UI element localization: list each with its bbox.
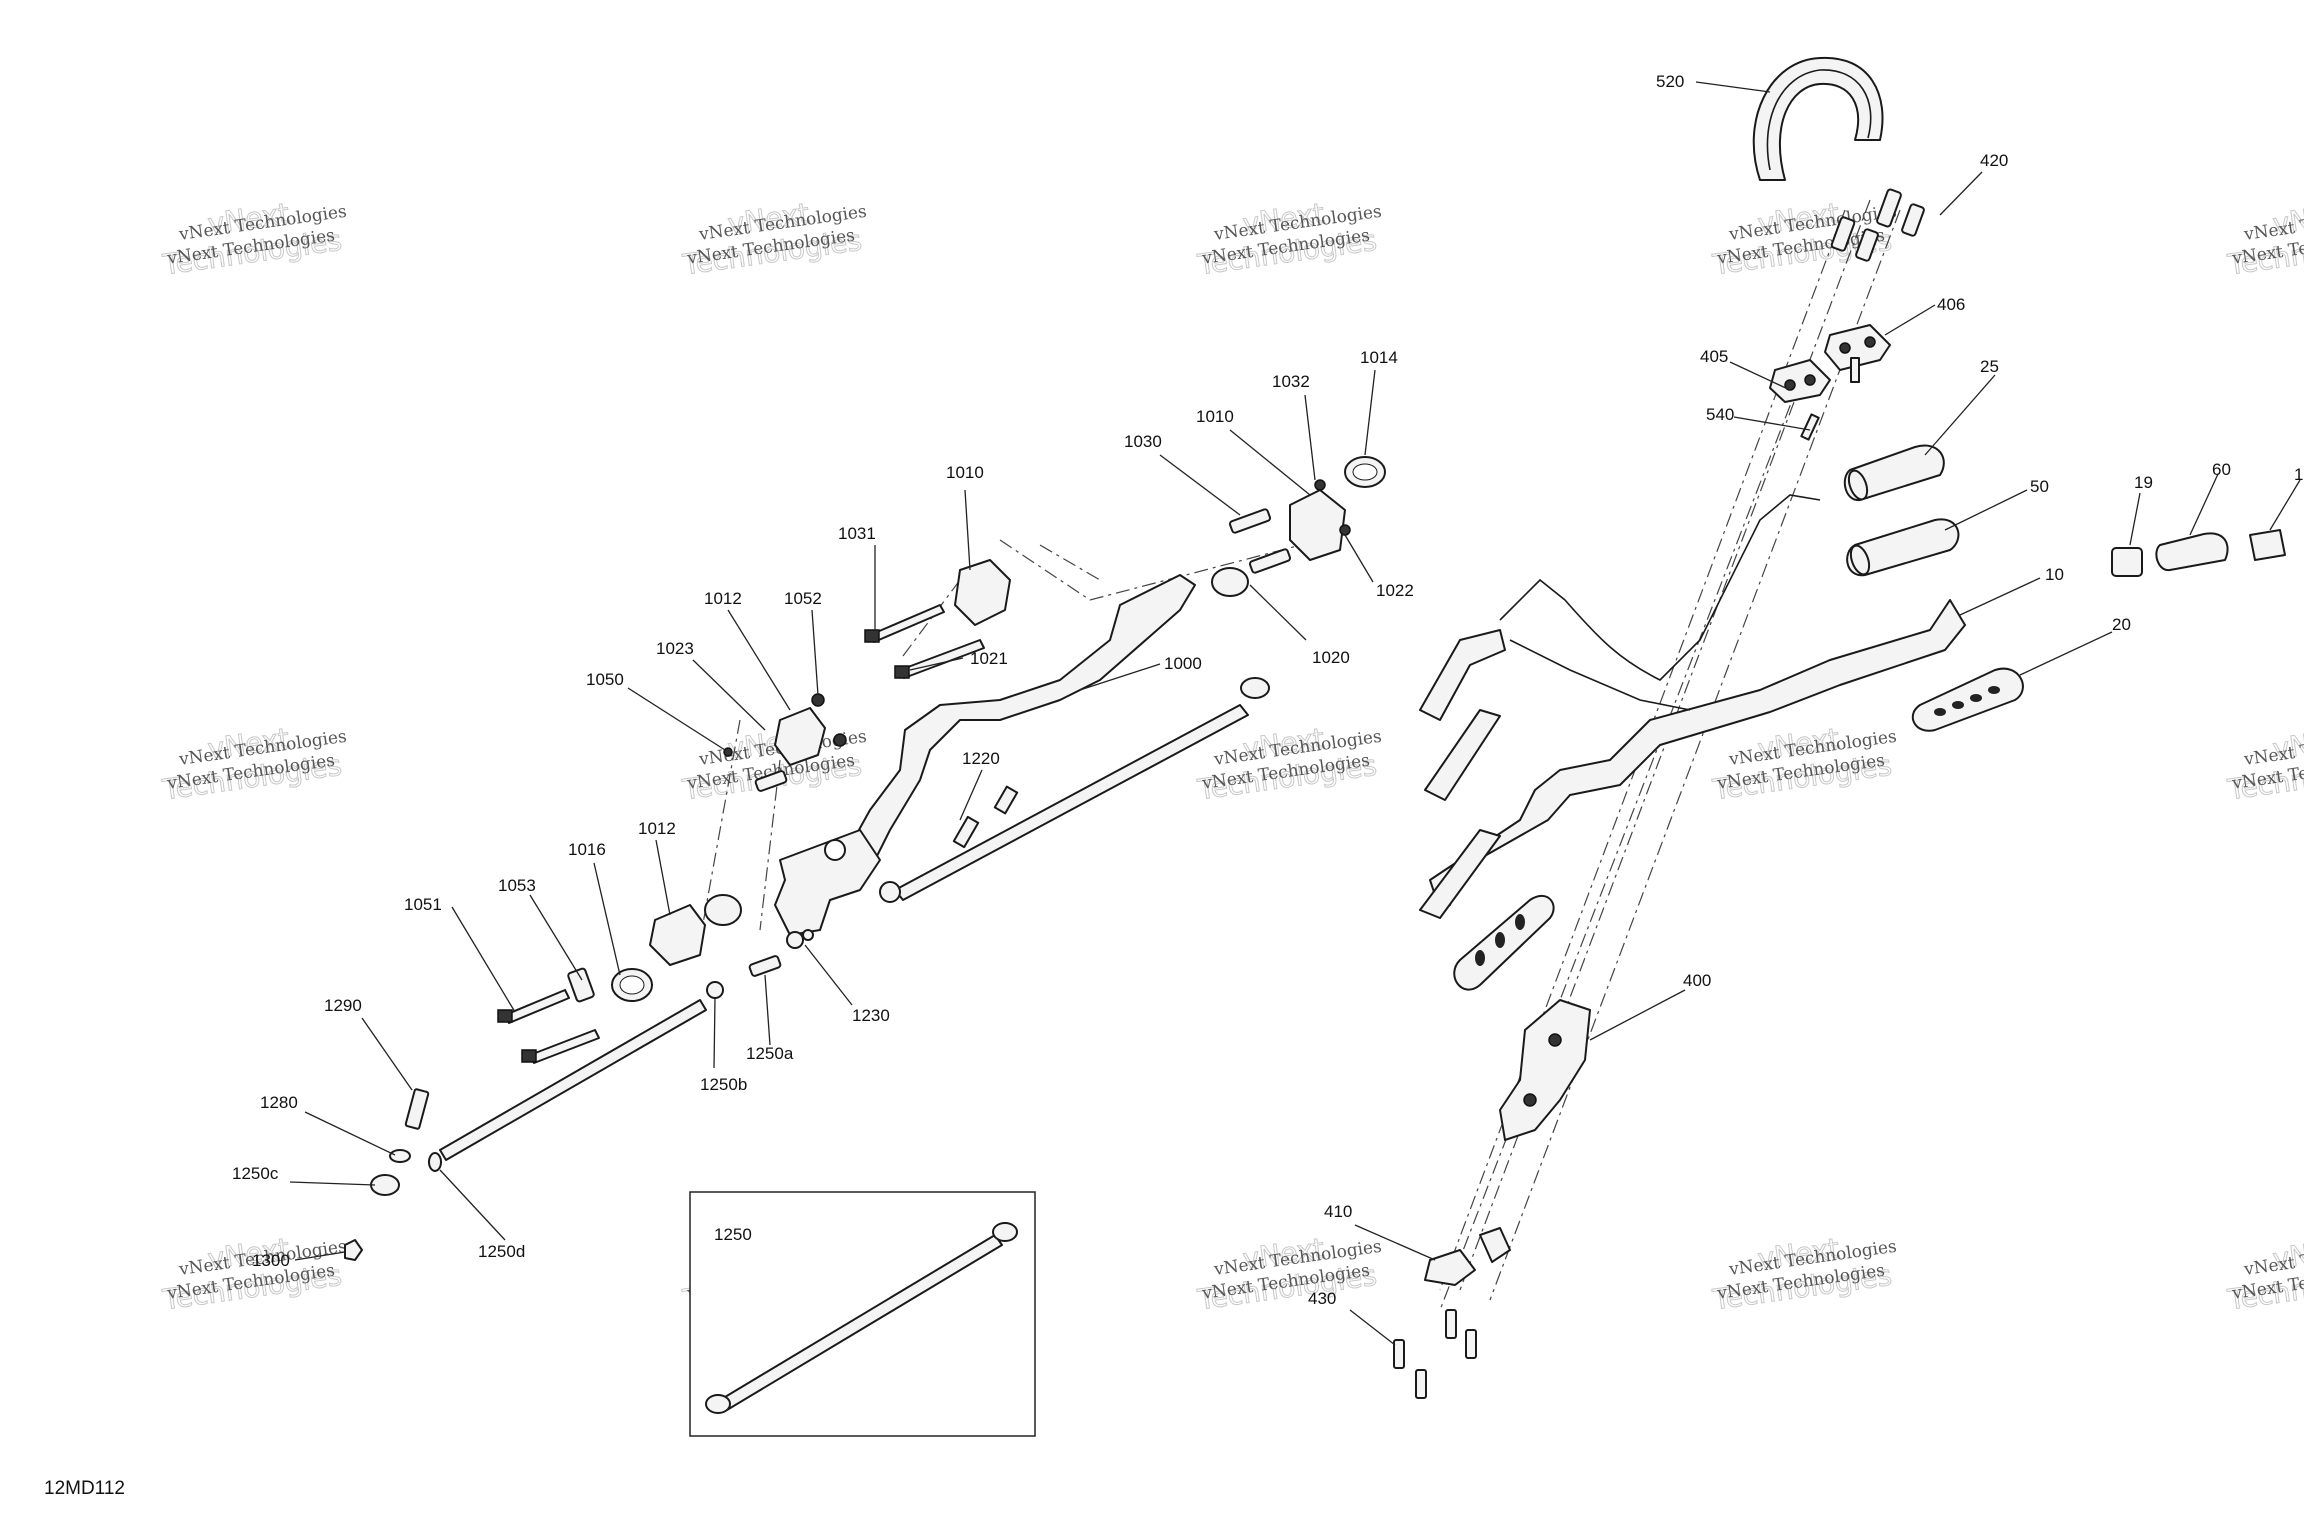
callout-1023: 1023 <box>656 639 694 658</box>
callout-1052: 1052 <box>784 589 822 608</box>
handlebar-pad <box>1752 56 1884 181</box>
inset-title: 1250 <box>714 1225 752 1244</box>
bar-end-upper <box>1419 629 1506 721</box>
steering-arm <box>774 829 881 936</box>
sleeve-19 <box>2111 547 2143 577</box>
callout-400: 400 <box>1683 971 1711 990</box>
callout-410: 410 <box>1324 1202 1352 1221</box>
support-block-1010-middle <box>954 559 1011 626</box>
callout-1020: 1020 <box>1312 648 1350 667</box>
callout-1220: 1220 <box>962 749 1000 768</box>
callout-1021: 1021 <box>970 649 1008 668</box>
callout-1250b: 1250b <box>700 1075 747 1094</box>
callout-1012-a: 1012 <box>704 589 742 608</box>
clip-1 <box>2249 529 2286 561</box>
wiring-harness <box>1499 494 1821 681</box>
callout-1053: 1053 <box>498 876 536 895</box>
callout-1230: 1230 <box>852 1006 890 1025</box>
callout-1016: 1016 <box>568 840 606 859</box>
handlebar-10 <box>1429 599 1966 911</box>
steering-column-1000 <box>844 574 1196 871</box>
riser-400 <box>1499 999 1591 1141</box>
callout-1050: 1050 <box>586 670 624 689</box>
callout-60: 60 <box>2212 460 2231 479</box>
elbow-60 <box>2155 532 2229 572</box>
callout-1290: 1290 <box>324 996 362 1015</box>
clamp-top-406 <box>1824 324 1891 371</box>
callout-406: 406 <box>1937 295 1965 314</box>
callout-19: 19 <box>2134 473 2153 492</box>
callout-1014: 1014 <box>1360 348 1398 367</box>
steering-linkage <box>344 456 1386 1261</box>
callout-1300: 1300 <box>252 1251 290 1270</box>
callout-1012-b: 1012 <box>638 819 676 838</box>
callout-1: 1 <box>2294 465 2303 484</box>
callout-50: 50 <box>2030 477 2049 496</box>
callout-1031: 1031 <box>838 524 876 543</box>
callout-1030: 1030 <box>1124 432 1162 451</box>
inset-box: 1250 <box>689 1191 1036 1437</box>
bolt-420 <box>1830 188 1925 262</box>
callout-1010-a: 1010 <box>1196 407 1234 426</box>
clamp-1012-upper <box>774 707 826 766</box>
callout-405: 405 <box>1700 347 1728 366</box>
callout-10: 10 <box>2045 565 2064 584</box>
clamp-1012-lower <box>649 904 706 966</box>
callout-1032: 1032 <box>1272 372 1310 391</box>
callout-25: 25 <box>1980 357 1999 376</box>
callout-1010-b: 1010 <box>946 463 984 482</box>
callout-1250c: 1250c <box>232 1164 279 1183</box>
callout-1250d: 1250d <box>478 1242 525 1261</box>
callout-520: 520 <box>1656 72 1684 91</box>
callout-labels: 520 420 406 405 540 25 50 10 19 60 1 20 … <box>232 72 2303 1308</box>
tie-rod-lower <box>439 999 707 1161</box>
leader-lines <box>289 81 2301 1346</box>
grip-25 <box>1843 444 1945 502</box>
drawing-code: 12MD112 <box>44 1478 125 1499</box>
tie-rod-upper <box>894 704 1249 901</box>
clamp-lower-410 <box>1424 1249 1476 1286</box>
handlebar-assembly <box>1393 56 2286 1399</box>
callout-430: 430 <box>1308 1289 1336 1308</box>
callout-1280: 1280 <box>260 1093 298 1112</box>
callout-1022: 1022 <box>1376 581 1414 600</box>
grip-50 <box>1846 518 1960 577</box>
callout-1000: 1000 <box>1164 654 1202 673</box>
clamp-top-405 <box>1769 359 1831 403</box>
callout-20: 20 <box>2112 615 2131 634</box>
callout-420: 420 <box>1980 151 2008 170</box>
callout-540: 540 <box>1706 405 1734 424</box>
heated-grip-20 <box>1911 667 2024 732</box>
callout-1051: 1051 <box>404 895 442 914</box>
callout-1250a: 1250a <box>746 1044 794 1063</box>
support-block-1010-upper <box>1289 489 1346 561</box>
